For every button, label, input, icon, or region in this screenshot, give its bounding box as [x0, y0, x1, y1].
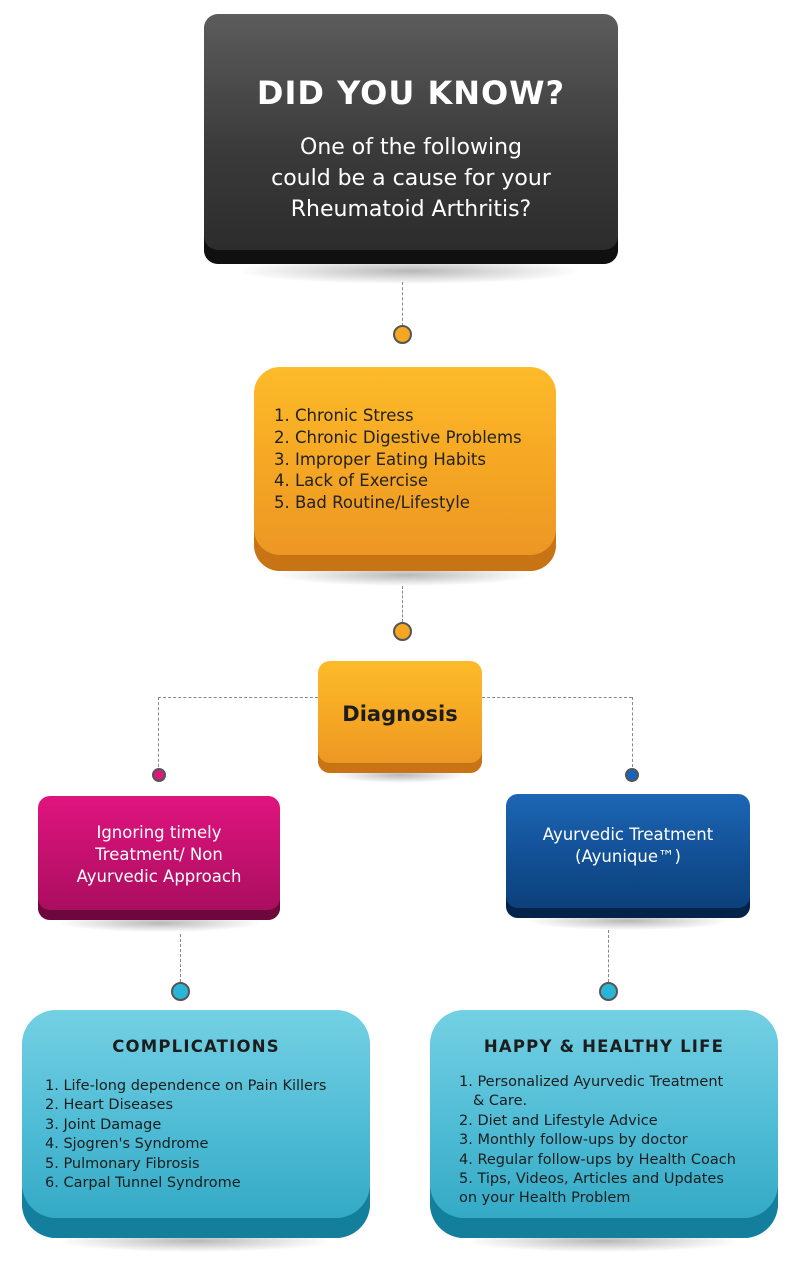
ignoring-line: Ayurvedic Approach: [76, 867, 242, 886]
connector-diagnosis-right-down: [632, 697, 633, 767]
connector-diagnosis-left-down: [158, 697, 159, 767]
connector-dot-diagnosis: [393, 622, 412, 641]
list-item: 1. Life-long dependence on Pain Killers: [45, 1078, 327, 1094]
list-item: 1. Chronic Stress: [274, 406, 414, 425]
diagnosis-box: Diagnosis: [318, 661, 482, 773]
connector-causes-diagnosis: [402, 586, 403, 622]
happy-healthy-life-title: HAPPY & HEALTHY LIFE: [483, 1037, 725, 1056]
did-you-know-box: DID YOU KNOW? One of the following could…: [204, 14, 618, 264]
happy-healthy-life-list: 1. Personalized Ayurvedic Treatment & Ca…: [459, 1073, 736, 1209]
ayurvedic-treatment-text: Ayurvedic Treatment (Ayunique™): [516, 824, 740, 868]
connector-dot-causes: [393, 325, 412, 344]
list-item: 4. Regular follow-ups by Health Coach: [459, 1151, 736, 1168]
list-item-continuation: on your Health Problem: [459, 1190, 631, 1207]
header-subtitle-line: Rheumatoid Arthritis?: [290, 197, 532, 222]
causes-list: 1. Chronic Stress 2. Chronic Digestive P…: [274, 405, 522, 514]
ignoring-treatment-box: Ignoring timely Treatment/ Non Ayurvedic…: [38, 796, 280, 920]
header-subtitle: One of the following could be a cause fo…: [234, 132, 588, 225]
list-item: 3. Monthly follow-ups by doctor: [459, 1132, 688, 1149]
connector-ayurvedic-happy: [608, 930, 609, 982]
connector-header-causes: [402, 282, 403, 326]
ignoring-line: Treatment/ Non: [95, 845, 223, 864]
list-item: 3. Improper Eating Habits: [274, 449, 486, 469]
connector-dot-ayurvedic: [625, 768, 639, 782]
list-item: 3. Joint Damage: [45, 1116, 162, 1133]
ignoring-treatment-text: Ignoring timely Treatment/ Non Ayurvedic…: [48, 822, 270, 888]
ayurvedic-line: (Ayunique™): [575, 847, 681, 866]
list-item: 2. Chronic Digestive Problems: [274, 427, 522, 447]
connector-diagnosis-left: [158, 697, 318, 698]
connector-dot-happy: [599, 982, 618, 1001]
list-item: 5. Bad Routine/Lifestyle: [274, 493, 470, 513]
list-item: 5. Pulmonary Fibrosis: [45, 1155, 200, 1172]
ignoring-line: Ignoring timely: [96, 823, 222, 842]
connector-dot-ignoring: [152, 768, 166, 782]
complications-title: COMPLICATIONS: [112, 1037, 280, 1056]
header-subtitle-line: One of the following: [300, 135, 522, 160]
list-item-continuation: & Care.: [473, 1093, 528, 1110]
complications-list: 1. Life-long dependence on Pain Killers …: [45, 1077, 326, 1193]
causes-box: 1. Chronic Stress 2. Chronic Digestive P…: [254, 367, 556, 571]
list-item: 2. Heart Diseases: [45, 1097, 173, 1114]
diagnosis-label: Diagnosis: [342, 702, 458, 726]
list-item: 5. Tips, Videos, Articles and Updates: [459, 1171, 724, 1188]
connector-ignoring-complications: [180, 934, 181, 982]
header-title: DID YOU KNOW?: [256, 74, 566, 112]
list-item: 1. Personalized Ayurvedic Treatment: [459, 1074, 724, 1090]
list-item: 6. Carpal Tunnel Syndrome: [45, 1175, 241, 1192]
list-item: 2. Diet and Lifestyle Advice: [459, 1112, 658, 1129]
connector-diagnosis-right: [482, 697, 632, 698]
happy-healthy-life-box: HAPPY & HEALTHY LIFE 1. Personalized Ayu…: [430, 1010, 778, 1238]
list-item: 4. Sjogren's Syndrome: [45, 1136, 209, 1153]
header-subtitle-line: could be a cause for your: [271, 166, 551, 191]
ayurvedic-line: Ayurvedic Treatment: [542, 825, 714, 844]
complications-box: COMPLICATIONS 1. Life-long dependence on…: [22, 1010, 370, 1238]
ayurvedic-treatment-box: Ayurvedic Treatment (Ayunique™): [506, 794, 750, 918]
connector-dot-complications: [171, 982, 190, 1001]
list-item: 4. Lack of Exercise: [274, 471, 428, 491]
